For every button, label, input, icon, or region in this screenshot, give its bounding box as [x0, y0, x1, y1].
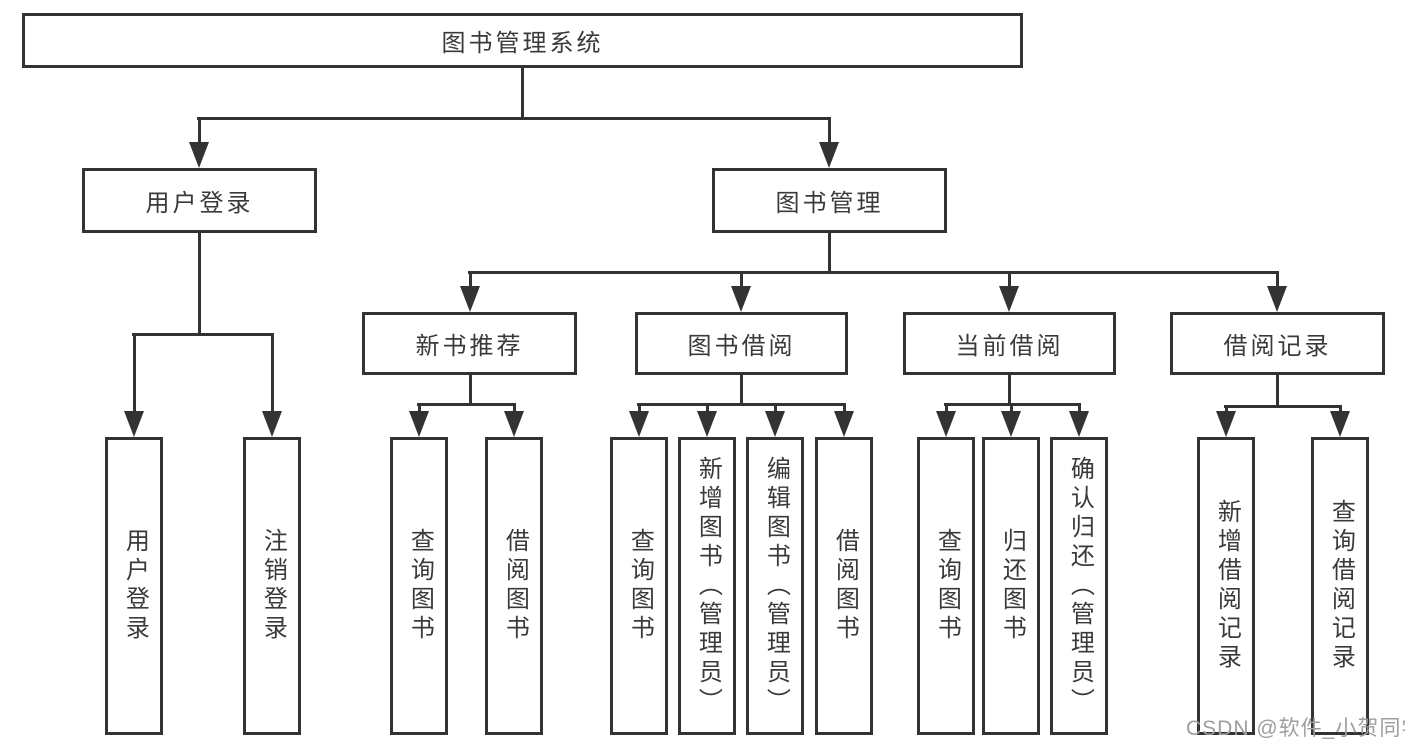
- arrowhead-down: [936, 411, 956, 437]
- csdn-watermark: CSDN @软件_小贺同学: [1186, 717, 1405, 740]
- connector-vertical-line: [469, 373, 472, 405]
- node-label: 确认归还（管理员）: [1066, 455, 1094, 717]
- node-book-borrow: 图书借阅: [635, 312, 848, 375]
- arrowhead-down: [1330, 411, 1350, 437]
- node-label: 新增借阅记录: [1213, 499, 1241, 673]
- connector-arrow-stem: [1008, 271, 1011, 292]
- node-label: 新增图书（管理员）: [694, 455, 722, 717]
- connector-arrow-stem: [198, 117, 201, 148]
- node-label: 查询图书: [406, 528, 434, 644]
- node-leaf-edit-book-admin: 编辑图书（管理员）: [746, 437, 804, 735]
- node-label: 用户登录: [121, 528, 149, 644]
- node-label: 查询图书: [933, 528, 961, 644]
- node-label: 当前借阅: [955, 333, 1064, 360]
- arrowhead-down: [629, 411, 649, 437]
- node-leaf-add-book-admin: 新增图书（管理员）: [678, 437, 736, 735]
- node-new-book-recommend: 新书推荐: [362, 312, 577, 375]
- arrowhead-down: [1069, 411, 1089, 437]
- node-label: 图书管理: [775, 190, 884, 217]
- node-label: 查询图书: [626, 528, 654, 644]
- connector-vertical-line: [198, 231, 201, 335]
- node-leaf-query-book-borrow: 查询图书: [610, 437, 668, 735]
- arrowhead-down: [189, 142, 209, 168]
- arrowhead-down: [1267, 286, 1287, 312]
- arrowhead-down: [1001, 411, 1021, 437]
- connector-vertical-line: [740, 373, 743, 405]
- connector-arrow-stem: [740, 271, 743, 292]
- connector-horizontal-line: [1224, 405, 1342, 408]
- arrowhead-down: [834, 411, 854, 437]
- node-book-management: 图书管理: [712, 168, 947, 233]
- connector-horizontal-line: [637, 403, 846, 406]
- node-leaf-borrow-book-newbook: 借阅图书: [485, 437, 543, 735]
- arrowhead-down: [731, 286, 751, 312]
- node-leaf-logout: 注销登录: [243, 437, 301, 735]
- node-label: 查询借阅记录: [1327, 499, 1355, 673]
- connector-vertical-line: [1008, 373, 1011, 405]
- node-label: 借阅图书: [831, 528, 859, 644]
- node-label: 注销登录: [259, 528, 287, 644]
- arrowhead-down: [124, 411, 144, 437]
- node-current-borrow: 当前借阅: [903, 312, 1116, 375]
- arrowhead-down: [697, 411, 717, 437]
- arrowhead-down: [765, 411, 785, 437]
- connector-arrow-stem: [418, 403, 421, 417]
- connector-arrow-stem: [1010, 403, 1013, 417]
- connector-arrow-stem: [843, 403, 846, 417]
- node-leaf-return-book: 归还图书: [982, 437, 1040, 735]
- node-leaf-query-borrow-record: 查询借阅记录: [1311, 437, 1369, 735]
- node-label: 图书管理系统: [441, 30, 604, 57]
- node-label: 借阅图书: [501, 528, 529, 644]
- connector-vertical-line: [828, 231, 831, 273]
- connector-arrow-stem: [945, 403, 948, 417]
- node-leaf-borrow-book: 借阅图书: [815, 437, 873, 735]
- connector-arrow-stem: [133, 333, 136, 417]
- connector-vertical-line: [521, 66, 524, 118]
- node-leaf-add-borrow-record: 新增借阅记录: [1197, 437, 1255, 735]
- node-label: 编辑图书（管理员）: [762, 455, 790, 717]
- node-library-system: 图书管理系统: [22, 13, 1023, 68]
- connector-horizontal-line: [417, 403, 516, 406]
- arrowhead-down: [409, 411, 429, 437]
- arrowhead-down: [262, 411, 282, 437]
- connector-arrow-stem: [271, 333, 274, 417]
- node-label: 归还图书: [998, 528, 1026, 644]
- connector-horizontal-line: [197, 117, 831, 120]
- connector-arrow-stem: [513, 403, 516, 417]
- connector-arrow-stem: [1078, 403, 1081, 417]
- connector-arrow-stem: [469, 271, 472, 292]
- connector-arrow-stem: [774, 403, 777, 417]
- connector-arrow-stem: [1276, 271, 1279, 292]
- connector-vertical-line: [1276, 373, 1279, 407]
- node-leaf-user-login: 用户登录: [105, 437, 163, 735]
- node-label: 借阅记录: [1223, 333, 1332, 360]
- arrowhead-down: [460, 286, 480, 312]
- connector-arrow-stem: [828, 117, 831, 148]
- arrowhead-down: [999, 286, 1019, 312]
- connector-horizontal-line: [132, 333, 274, 336]
- node-label: 用户登录: [145, 190, 254, 217]
- connector-horizontal-line: [468, 271, 1279, 274]
- node-label: 新书推荐: [415, 333, 524, 360]
- node-leaf-query-book-current: 查询图书: [917, 437, 975, 735]
- connector-arrow-stem: [706, 403, 709, 417]
- node-leaf-confirm-return-admin: 确认归还（管理员）: [1050, 437, 1108, 735]
- node-label: 图书借阅: [687, 333, 796, 360]
- node-user-login: 用户登录: [82, 168, 317, 233]
- node-borrow-records: 借阅记录: [1170, 312, 1385, 375]
- node-leaf-query-book-newbook: 查询图书: [390, 437, 448, 735]
- arrowhead-down: [1216, 411, 1236, 437]
- arrowhead-down: [504, 411, 524, 437]
- arrowhead-down: [819, 142, 839, 168]
- connector-arrow-stem: [638, 403, 641, 417]
